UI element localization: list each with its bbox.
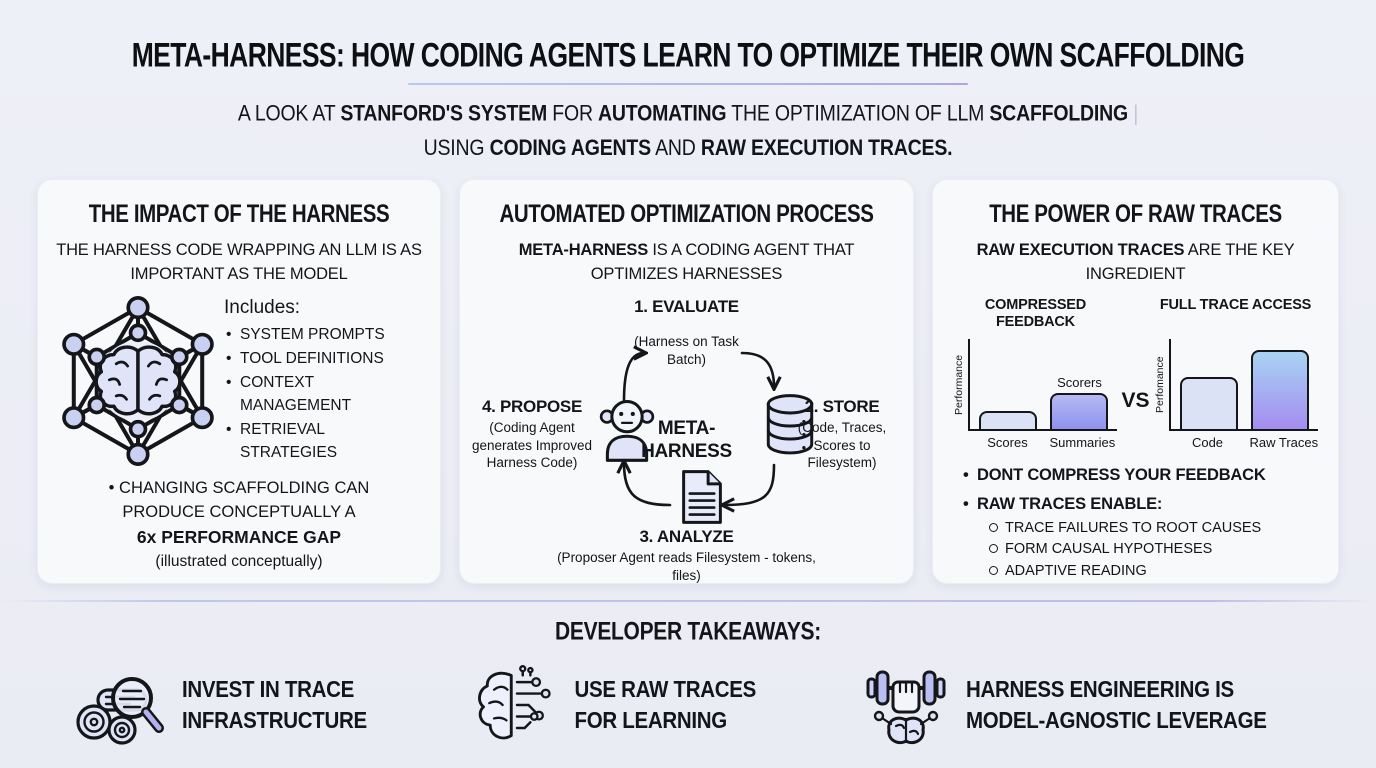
chart-compressed-feedback: COMPRESSED FEEDBACK Performance Scorers … (953, 297, 1118, 451)
step-analyze-label: 3. ANALYZE (639, 527, 734, 547)
comparison-charts: COMPRESSED FEEDBACK Performance Scorers … (947, 297, 1324, 450)
bar-code (1179, 376, 1238, 430)
dumbbell-brain-icon (860, 660, 952, 752)
propose-note: (Coding Agent generates Improved Harness… (471, 420, 593, 471)
page-title: META-HARNESS: HOW CODING AGENTS LEARN TO… (131, 36, 1245, 75)
trace-logs-magnifier-icon (72, 660, 168, 752)
panel-subtitle: RAW EXECUTION TRACES ARE THE KEY INGREDI… (976, 240, 1295, 284)
bullet-dont-compress: DONT COMPRESS YOUR FEEDBACK (961, 464, 1320, 487)
takeaways-row: INVEST IN TRACE INFRASTRUCTURE (72, 660, 1306, 752)
bar-label: Scores (987, 435, 1028, 451)
takeaway-label: USE RAW TRACES FOR LEARNING (574, 676, 757, 734)
meta-harness-label: META-HARNESS (641, 418, 732, 463)
chart-title: COMPRESSED FEEDBACK (984, 297, 1087, 331)
sub-bullet: ADAPTIVE READING (989, 561, 1320, 583)
plot-area (1168, 339, 1318, 432)
agent-icon (598, 397, 656, 463)
bar-label: Raw Traces (1249, 435, 1319, 451)
takeaways-heading: DEVELOPER TAKEAWAYS: (555, 617, 821, 646)
evaluate-note: (Harness on Task Batch) (634, 334, 739, 367)
document-icon (679, 469, 725, 525)
sub-bullet: FORM CAUSAL HYPOTHESES (989, 539, 1320, 561)
includes-list: SYSTEM PROMPTS TOOL DEFINITIONS CONTEXT … (224, 323, 424, 464)
highlight-note: (illustrated conceptually) (155, 552, 323, 570)
list-item: SYSTEM PROMPTS (224, 323, 424, 347)
step-propose-label: 4. PROPOSE (482, 397, 582, 417)
chart-full-trace-access: FULL TRACE ACCESS Perfomance Code Raw Tr… (1153, 297, 1319, 451)
takeaway-label: HARNESS ENGINEERING IS MODEL-AGNOSTIC LE… (966, 676, 1267, 734)
chart-title: FULL TRACE ACCESS (1159, 297, 1312, 314)
page-subtitle: A LOOK AT STANFORD'S SYSTEM FOR AUTOMATI… (237, 101, 1139, 161)
panel-optimization-process: AUTOMATED OPTIMIZATION PROCESS META-HARN… (459, 178, 914, 584)
panel-title: THE IMPACT OF THE HARNESS (88, 199, 390, 228)
panel-impact-of-harness: THE IMPACT OF THE HARNESS THE HARNESS CO… (37, 178, 441, 584)
brain-circuit-icon (473, 662, 561, 750)
list-item: RETRIEVAL STRATEGIES (224, 418, 424, 465)
sub-bullet: TRACE FAILURES TO ROOT CAUSES (989, 518, 1320, 540)
includes-label: Includes: (224, 297, 301, 319)
cycle-diagram: 1. EVALUATE (Harness on Task Batch) 4. P… (472, 297, 899, 589)
list-item: CONTEXT MANAGEMENT (224, 371, 424, 418)
plot-area: Scorers (968, 339, 1118, 432)
panel-title: AUTOMATED OPTIMIZATION PROCESS (499, 199, 874, 228)
list-item: TOOL DEFINITIONS (224, 347, 424, 371)
takeaway-label: INVEST IN TRACE INFRASTRUCTURE (182, 676, 367, 734)
y-axis-label: Performance (953, 355, 966, 416)
footer-divider (0, 599, 1376, 602)
store-note: (Code, Traces, Scores to Filesystem) (797, 420, 887, 471)
y-axis-label: Perfomance (1153, 356, 1166, 414)
analyze-note: (Proposer Agent reads Filesystem - token… (557, 550, 816, 583)
bar-label: Code (1191, 435, 1224, 451)
panels-row: THE IMPACT OF THE HARNESS THE HARNESS CO… (37, 178, 1339, 584)
takeaway-item-raw-traces-learning: USE RAW TRACES FOR LEARNING (473, 662, 780, 750)
bar-scores (979, 411, 1038, 430)
cycle-arrows (474, 297, 899, 589)
panel-title: THE POWER OF RAW TRACES (989, 199, 1282, 228)
panel-subtitle: THE HARNESS CODE WRAPPING AN LLM IS AS I… (56, 240, 422, 284)
takeaway-item-harness-engineering: HARNESS ENGINEERING IS MODEL-AGNOSTIC LE… (860, 660, 1306, 752)
step-store-label: 2. STORE (804, 397, 880, 417)
bullet-raw-traces-enable: RAW TRACES ENABLE: (961, 493, 1320, 516)
bar-label: Summaries (1049, 435, 1116, 451)
vs-label: VS (1121, 389, 1150, 413)
bar-raw-traces (1250, 349, 1309, 430)
bar-summaries: Scorers (1050, 375, 1109, 430)
header: META-HARNESS: HOW CODING AGENTS LEARN TO… (0, 0, 1376, 161)
scaffolding-highlight: • CHANGING SCAFFOLDING CAN PRODUCE CONCE… (108, 479, 370, 547)
scorers-annotation: Scorers (1057, 375, 1102, 391)
panel-subtitle: META-HARNESS IS A CODING AGENT THAT OPTI… (518, 240, 855, 284)
title-divider (408, 83, 968, 85)
database-icon (762, 393, 818, 459)
takeaway-item-trace-infrastructure: INVEST IN TRACE INFRASTRUCTURE (72, 660, 392, 752)
brain-network-icon (52, 295, 224, 467)
panel-power-of-raw-traces: THE POWER OF RAW TRACES RAW EXECUTION TR… (932, 178, 1339, 584)
raw-traces-sub-list: TRACE FAILURES TO ROOT CAUSES FORM CAUSA… (989, 518, 1320, 583)
step-evaluate-label: 1. EVALUATE (634, 297, 739, 317)
